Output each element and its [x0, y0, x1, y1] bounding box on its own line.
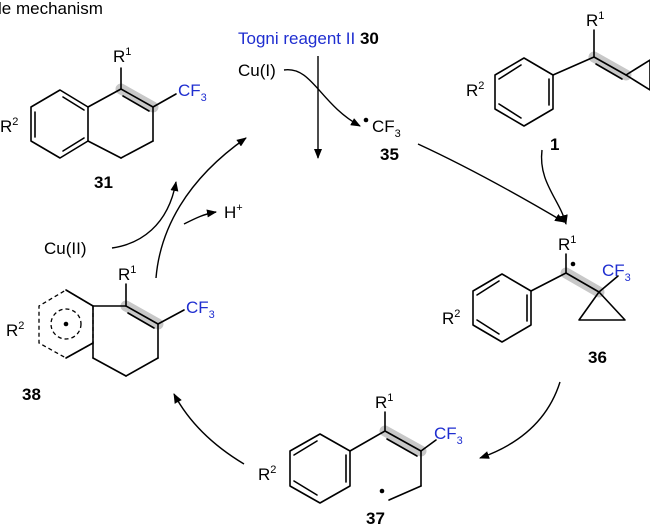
r1-label-31: R1 [113, 46, 131, 66]
benzene-ring-36 [472, 273, 532, 343]
delocalized-ring-38 [50, 308, 82, 340]
togni-reagent-label: Togni reagent II 30 [238, 29, 379, 48]
compound-label-37: 37 [366, 509, 385, 528]
cu1-label: Cu(I) [238, 61, 276, 80]
compound-36 [472, 253, 626, 343]
r1-label-37: R1 [375, 392, 393, 412]
compound-38 [38, 283, 185, 377]
radical-dot-38 [63, 321, 69, 327]
r1-label-38: R1 [118, 264, 136, 284]
radical-dot-36 [570, 261, 576, 267]
cf3-label-38: CF3 [186, 298, 215, 321]
arrow-1-to-36 [540, 149, 568, 225]
compound-label-36: 36 [588, 348, 607, 367]
compound-31 [30, 67, 177, 159]
cyclopropane-36 [578, 291, 626, 321]
r2-label-38: R2 [6, 320, 24, 340]
arrow-37-to-38 [173, 393, 245, 465]
compound-label-35: 35 [380, 145, 399, 164]
benzene-ring-1 [494, 57, 554, 127]
radical-dot-37 [379, 488, 385, 494]
cf3-label-37: CF3 [434, 424, 463, 447]
arrow-cu2-to-31 [111, 181, 179, 249]
compound-label-31: 31 [94, 173, 113, 192]
cf3-radical: CF3 [372, 117, 401, 140]
cf3-label-31: CF3 [178, 81, 207, 104]
compound-label-1: 1 [550, 135, 559, 154]
r2-label-1: R2 [466, 80, 484, 100]
radical-dot [363, 117, 369, 123]
benzene-ring-31 [30, 89, 89, 159]
cu2-label: Cu(II) [44, 239, 87, 258]
r2-label-36: R2 [442, 308, 460, 328]
cf3-label-36: CF3 [602, 261, 631, 284]
r2-label-37: R2 [258, 464, 276, 484]
benzene-ring-37 [289, 433, 351, 504]
cu1-to-cf3-arrow [283, 69, 361, 127]
cyclopropane-1 [625, 59, 650, 91]
arrow-cf3-to-36 [417, 143, 565, 223]
scheme-title: le mechanism [0, 0, 103, 18]
compound-1 [494, 29, 650, 127]
r1-label-36: R1 [558, 234, 576, 254]
compound-37 [289, 411, 437, 504]
arrow-to-hplus [183, 209, 217, 225]
r2-label-31: R2 [0, 116, 18, 136]
arrow-38-to-cycle [155, 137, 247, 279]
compound-label-38: 38 [22, 385, 41, 404]
arrow-36-to-37 [479, 381, 561, 459]
hplus-label: H+ [224, 202, 243, 222]
r1-label-1: R1 [586, 10, 604, 30]
